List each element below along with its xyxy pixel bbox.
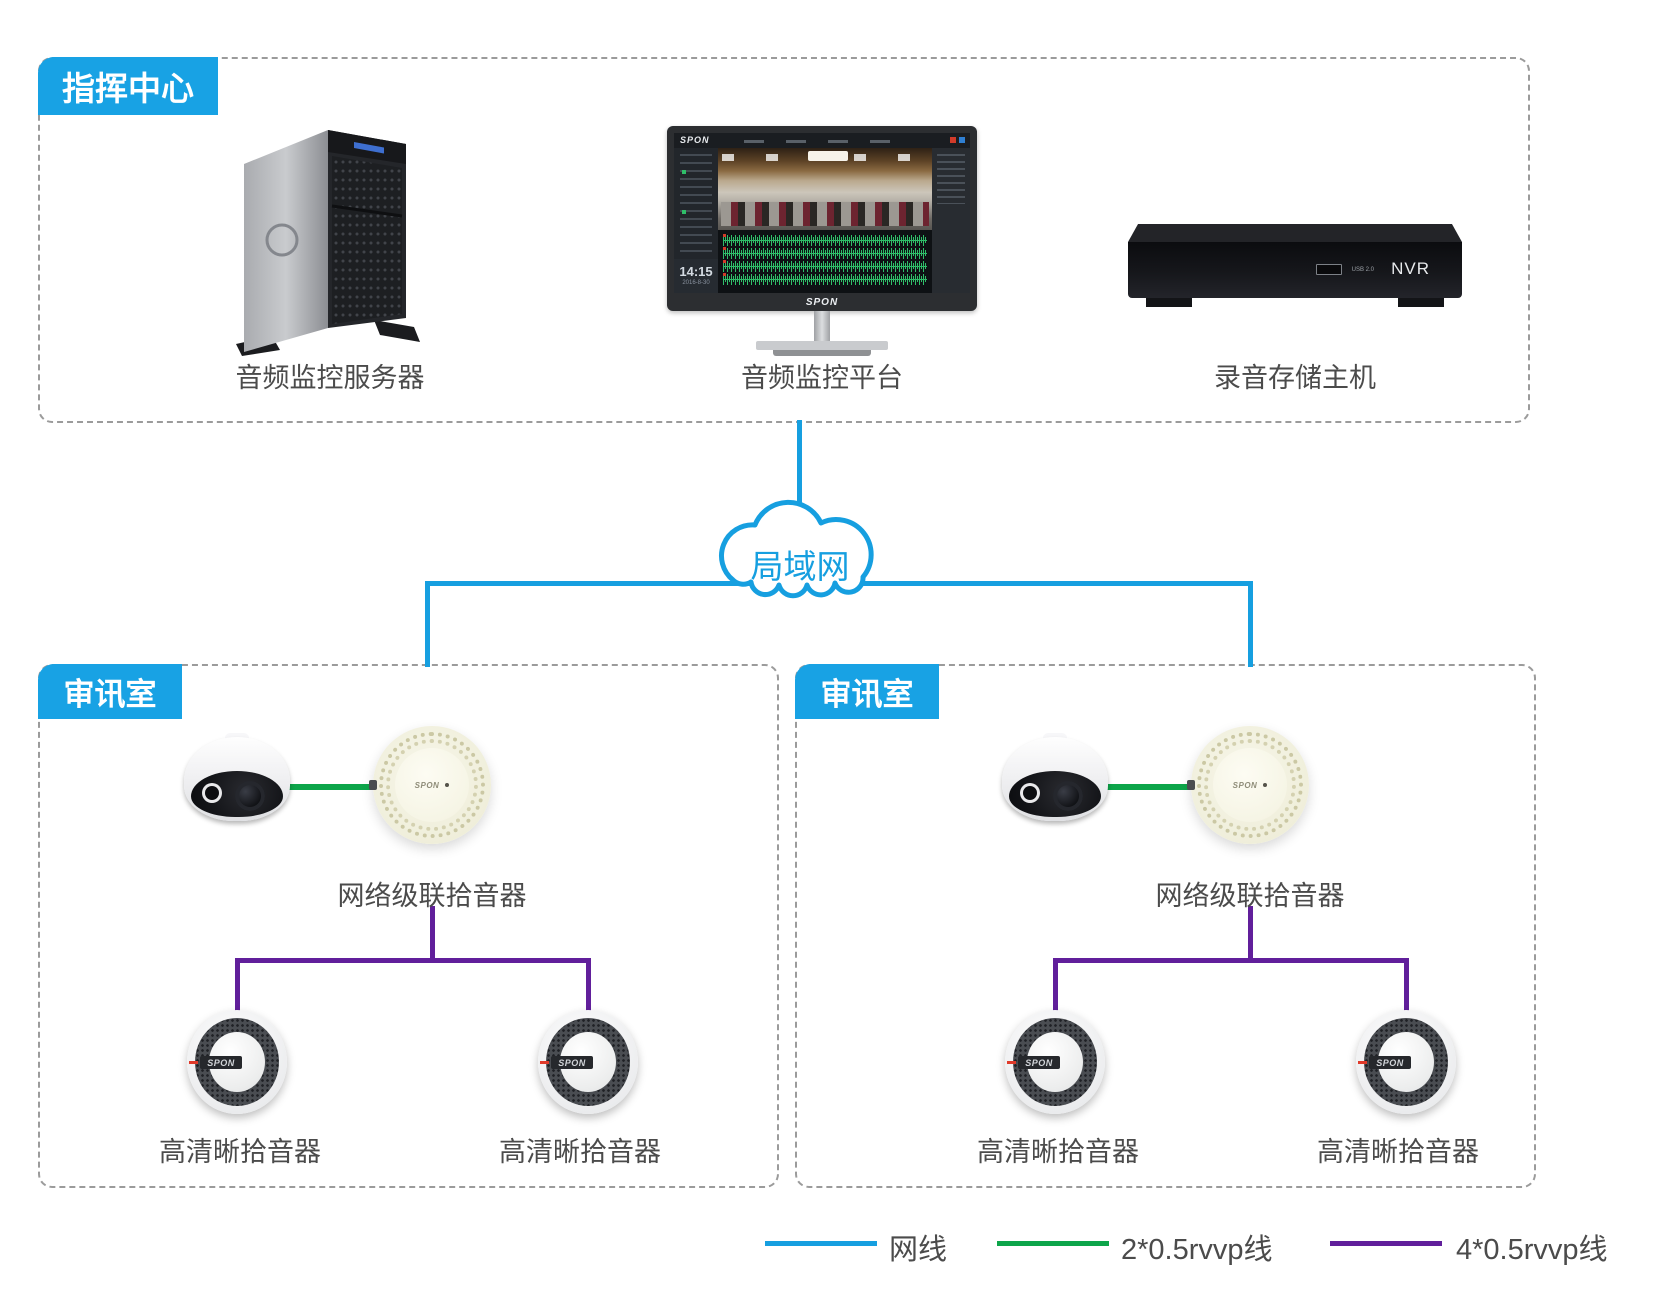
video-preview <box>718 148 932 230</box>
camera-lens-icon <box>235 781 265 811</box>
waveform-panel <box>718 230 932 293</box>
camera-ir-icon <box>1023 786 1037 800</box>
spon-logo: SPON <box>805 296 839 308</box>
interrogation-room-tab-2: 审讯室 <box>795 664 939 719</box>
hd-pickup-label: 高清晰拾音器 <box>977 1137 1139 1167</box>
hd-pickup-icon: SPON <box>187 1010 287 1114</box>
server-label: 音频监控服务器 <box>235 363 425 393</box>
rvvp2-cable-room2 <box>1102 784 1196 790</box>
monitor-bezel: SPON 14:15 2016-8-30 <box>667 126 977 311</box>
monitor-app-header: SPON <box>674 133 970 148</box>
nvr-feet <box>1128 298 1462 308</box>
mic-hole <box>1263 783 1268 787</box>
pickup-indicator <box>1358 1061 1367 1064</box>
lan-cable-right-drop <box>1248 581 1253 667</box>
monitor-stand-base <box>756 341 888 350</box>
interrogation-room-tab-1: 审讯室 <box>38 664 182 719</box>
header-blue-indicator <box>959 137 965 143</box>
rvvp4-cable-room2-branch <box>1053 958 1409 963</box>
monitor-stand-foot <box>773 350 871 356</box>
network-pickup-icon: SPON <box>1187 726 1309 844</box>
platform-label: 音频监控平台 <box>741 363 903 393</box>
hd-pickup-label: 高清晰拾音器 <box>1317 1137 1479 1167</box>
spon-logo: SPON <box>200 1056 242 1069</box>
room-tab-label: 审讯室 <box>820 677 914 712</box>
network-pickup-label: 网络级联拾音器 <box>337 881 527 911</box>
tree-online-dot <box>682 170 686 174</box>
spon-logo: SPON <box>680 135 710 145</box>
rvvp4-cable-room1-branch <box>235 958 591 963</box>
hd-pickup-icon: SPON <box>538 1010 638 1114</box>
hd-pickup-icon: SPON <box>1005 1010 1105 1114</box>
rvvp4-cable-room1-drop-left <box>235 958 240 1014</box>
monitor-screen: SPON 14:15 2016-8-30 <box>674 133 970 293</box>
monitor-info-panel <box>932 148 970 293</box>
room-tab-label: 审讯室 <box>63 677 157 712</box>
usb-port-icon <box>1316 264 1342 275</box>
legend-rvvp4-swatch <box>1330 1241 1442 1246</box>
waveform-row <box>723 260 927 272</box>
dome-camera-icon <box>184 733 290 825</box>
lan-cable-left-drop <box>425 581 430 667</box>
mic-hole <box>445 783 450 787</box>
waveform-row <box>723 247 927 259</box>
rvvp4-cable-room1-drop-right <box>586 958 591 1014</box>
tree-online-dot <box>682 210 686 214</box>
lan-cloud <box>719 499 874 599</box>
nvr-front-face: NVR USB 2.0 <box>1128 242 1462 298</box>
rvvp2-cable-room1 <box>284 784 378 790</box>
camera-lens-icon <box>1053 781 1083 811</box>
dome-camera-icon <box>1002 733 1108 825</box>
nvr-model-text: NVR <box>1391 259 1430 278</box>
pickup-indicator <box>1007 1061 1016 1064</box>
camera-ir-icon <box>205 786 219 800</box>
nvr-image: NVR USB 2.0 <box>1128 224 1462 308</box>
monitor-time: 14:15 <box>679 264 713 279</box>
monitor-clock: 14:15 2016-8-30 <box>674 259 718 293</box>
spon-logo: SPON <box>1232 780 1258 790</box>
network-pickup-icon: SPON <box>369 726 491 844</box>
rvvp4-cable-room2-drop-left <box>1053 958 1058 1014</box>
nvr-top-face <box>1128 224 1462 242</box>
hd-pickup-label: 高清晰拾音器 <box>159 1137 321 1167</box>
command-center-tab-label: 指挥中心 <box>62 70 194 107</box>
hd-pickup-label: 高清晰拾音器 <box>499 1137 661 1167</box>
turnstile-row <box>721 202 929 226</box>
lan-cable-top-vertical <box>797 420 802 512</box>
monitor-date: 2016-8-30 <box>682 280 710 286</box>
monitor-image: SPON 14:15 2016-8-30 <box>667 126 977 356</box>
rvvp4-cable-room2-stem <box>1248 906 1253 962</box>
monitor-chin: SPON <box>674 293 970 311</box>
hd-pickup-icon: SPON <box>1356 1010 1456 1114</box>
command-center-tab: 指挥中心 <box>38 57 218 115</box>
lan-cloud-label: 局域网 <box>750 548 850 585</box>
pickup-indicator <box>540 1061 549 1064</box>
usb-port-label: USB 2.0 <box>1351 267 1374 273</box>
rvvp4-cable-room1-stem <box>430 906 435 962</box>
rvvp4-cable-room2-drop-right <box>1404 958 1409 1014</box>
legend-network-cable-swatch <box>765 1241 877 1246</box>
storage-host-label: 录音存储主机 <box>1214 363 1376 393</box>
legend-rvvp4-label: 4*0.5rvvp线 <box>1456 1234 1608 1266</box>
header-red-indicator <box>950 137 956 143</box>
spon-logo: SPON <box>1369 1056 1411 1069</box>
spon-logo: SPON <box>414 780 440 790</box>
server-tower-image <box>236 130 420 356</box>
network-pickup-label: 网络级联拾音器 <box>1155 881 1345 911</box>
spon-logo: SPON <box>551 1056 593 1069</box>
monitor-stand-neck <box>814 311 830 341</box>
monitor-device-tree: 14:15 2016-8-30 <box>674 148 718 293</box>
legend-rvvp2-label: 2*0.5rvvp线 <box>1121 1234 1273 1266</box>
waveform-row <box>723 273 927 285</box>
monitor-menu-bar <box>744 140 900 143</box>
legend-network-cable-label: 网线 <box>889 1234 948 1266</box>
ceiling-panel-light <box>807 151 848 161</box>
legend-rvvp2-swatch <box>997 1241 1109 1246</box>
pickup-indicator <box>189 1061 198 1064</box>
spon-logo: SPON <box>1018 1056 1060 1069</box>
waveform-row <box>723 234 927 246</box>
